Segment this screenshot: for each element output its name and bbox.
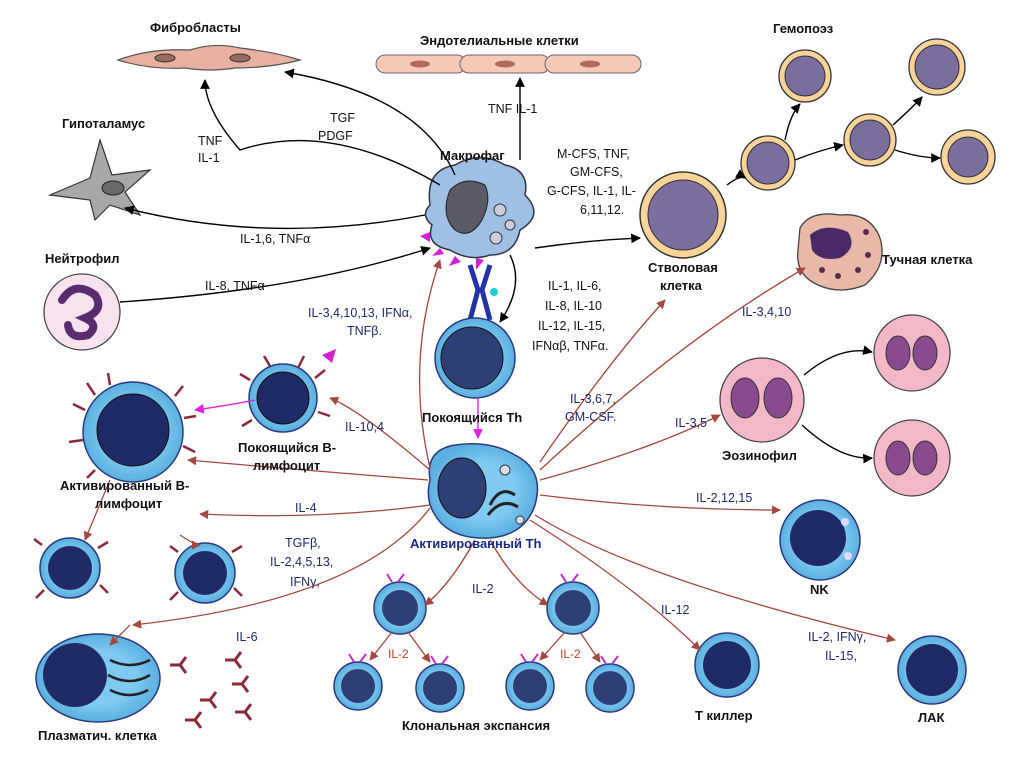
cyt-stem-3: G-CFS, IL-1, IL-: [547, 184, 636, 198]
label-resting-b-1: Покоящийся В-: [238, 440, 336, 455]
cyt-il1: IL-1: [198, 151, 220, 165]
b-cell-small-right: [169, 542, 243, 604]
cyt-neut: IL-8, TNFα: [205, 279, 265, 293]
t-killer-cell: [694, 632, 760, 698]
neutrophil-cell: [43, 273, 121, 351]
label-activated-b-1: Активированный В-: [60, 478, 189, 493]
cyt-killer: IL-12: [661, 603, 690, 617]
cyt-clonal-il2-left: IL-2: [388, 647, 409, 661]
label-macrophage: Макрофаг: [440, 148, 505, 163]
cyt-plasma-1: TGFβ,: [285, 536, 321, 550]
label-stem-cell-1: Стволовая: [648, 260, 718, 275]
label-resting-b-2: лимфоцит: [253, 458, 320, 473]
activated-th-cell: [427, 443, 539, 539]
antibodies: [170, 651, 253, 729]
cyt-il6: IL-6: [236, 630, 258, 644]
cyt-plasma-3: IFNγ,: [290, 575, 320, 589]
label-fibroblasts: Фибробласты: [150, 20, 241, 35]
activated-b-cell: [68, 372, 197, 483]
tcr-connector: [467, 264, 498, 321]
label-eosinophil: Эозинофил: [722, 448, 797, 463]
mast-cell: [797, 213, 883, 291]
lak-cell: [897, 635, 967, 705]
label-nk: NK: [810, 582, 829, 597]
cyt-lak-1: IL-2, IFNγ,: [808, 630, 866, 644]
endothelial-cells: [375, 54, 642, 74]
cyt-mac-th-1: IL-1, IL-6,: [548, 279, 602, 293]
hemopoiesis-cells: [740, 38, 996, 191]
cyt-lak-2: IL-15,: [825, 649, 857, 663]
eosinophil-cells: [719, 314, 951, 497]
cyt-eos: IL-3,5: [675, 416, 707, 430]
cyt-pdgf: PDGF: [318, 129, 353, 143]
label-hemopoiesis: Гемопоэз: [773, 21, 834, 36]
cyt-th-mac-1: IL-3,4,10,13, IFNα,: [308, 306, 413, 320]
resting-th-cell: [434, 317, 516, 399]
label-t-killer: Т киллер: [695, 708, 753, 723]
fibroblast-cells: [116, 44, 303, 71]
label-neutrophil: Нейтрофил: [45, 251, 119, 266]
nk-cell: [779, 499, 861, 581]
cyt-tnf: TNF: [198, 134, 223, 148]
label-stem-cell-2: клетка: [660, 278, 703, 293]
label-clonal: Клональная экспансия: [402, 718, 550, 733]
mag-arrows: [194, 398, 483, 439]
cyt-mast: IL-3,4,10: [742, 305, 791, 319]
cyt-mac-th-3: IL-12, IL-15,: [538, 319, 605, 333]
cyt-th-mac-2: TNFβ.: [347, 324, 382, 338]
cyt-hypo: IL-1,6, TNFα: [240, 232, 310, 246]
stem-cell: [639, 171, 727, 259]
cyt-stem-1: M-CFS, TNF,: [557, 147, 630, 161]
cyt-mac-th-4: IFNαβ, TNFα.: [532, 339, 609, 353]
cyt-stem-2: GM-CFS,: [570, 165, 623, 179]
cyt-plasma-2: IL-2,4,5,13,: [270, 555, 333, 569]
cyt-endo: TNF IL-1: [488, 102, 537, 116]
label-plasma-cell: Плазматич. клетка: [38, 728, 158, 743]
b-cell-small-left: [33, 537, 109, 599]
cyt-clonal-il2-right: IL-2: [560, 647, 581, 661]
cyt-stem-th-1: IL-3,6,7,: [570, 392, 616, 406]
cyt-stem-4: 6,11,12.: [580, 203, 624, 217]
label-activated-th: Активированный Th: [410, 536, 542, 551]
label-resting-th: Покоящийся Th: [422, 410, 522, 425]
black-arrows: [119, 68, 941, 464]
cyt-mac-th-2: IL-8, IL-10: [545, 299, 602, 313]
macrophage-cell: [420, 156, 535, 270]
cyt-stem-th-2: GM-CSF.: [565, 410, 616, 424]
label-lak: ЛАК: [918, 710, 945, 725]
label-activated-b-2: лимфоцит: [95, 496, 162, 511]
hypothalamus-neuron: [47, 137, 152, 222]
plasma-cell: [35, 633, 161, 723]
resting-b-cell: [239, 349, 336, 433]
label-hypothalamus: Гипоталамус: [62, 116, 145, 131]
red-arrows: [83, 259, 896, 663]
clonal-cells: [333, 573, 635, 713]
label-mast-cell: Тучная клетка: [882, 252, 973, 267]
cyt-b-il10-4: IL-10,4: [345, 420, 384, 434]
cyt-tgf: TGF: [330, 111, 355, 125]
cyt-nk: IL-2,12,15: [696, 491, 752, 505]
cyt-il4: IL-4: [295, 501, 317, 515]
label-endothelial: Эндотелиальные клетки: [420, 33, 579, 48]
cyt-clonal-il2: IL-2: [472, 582, 494, 596]
